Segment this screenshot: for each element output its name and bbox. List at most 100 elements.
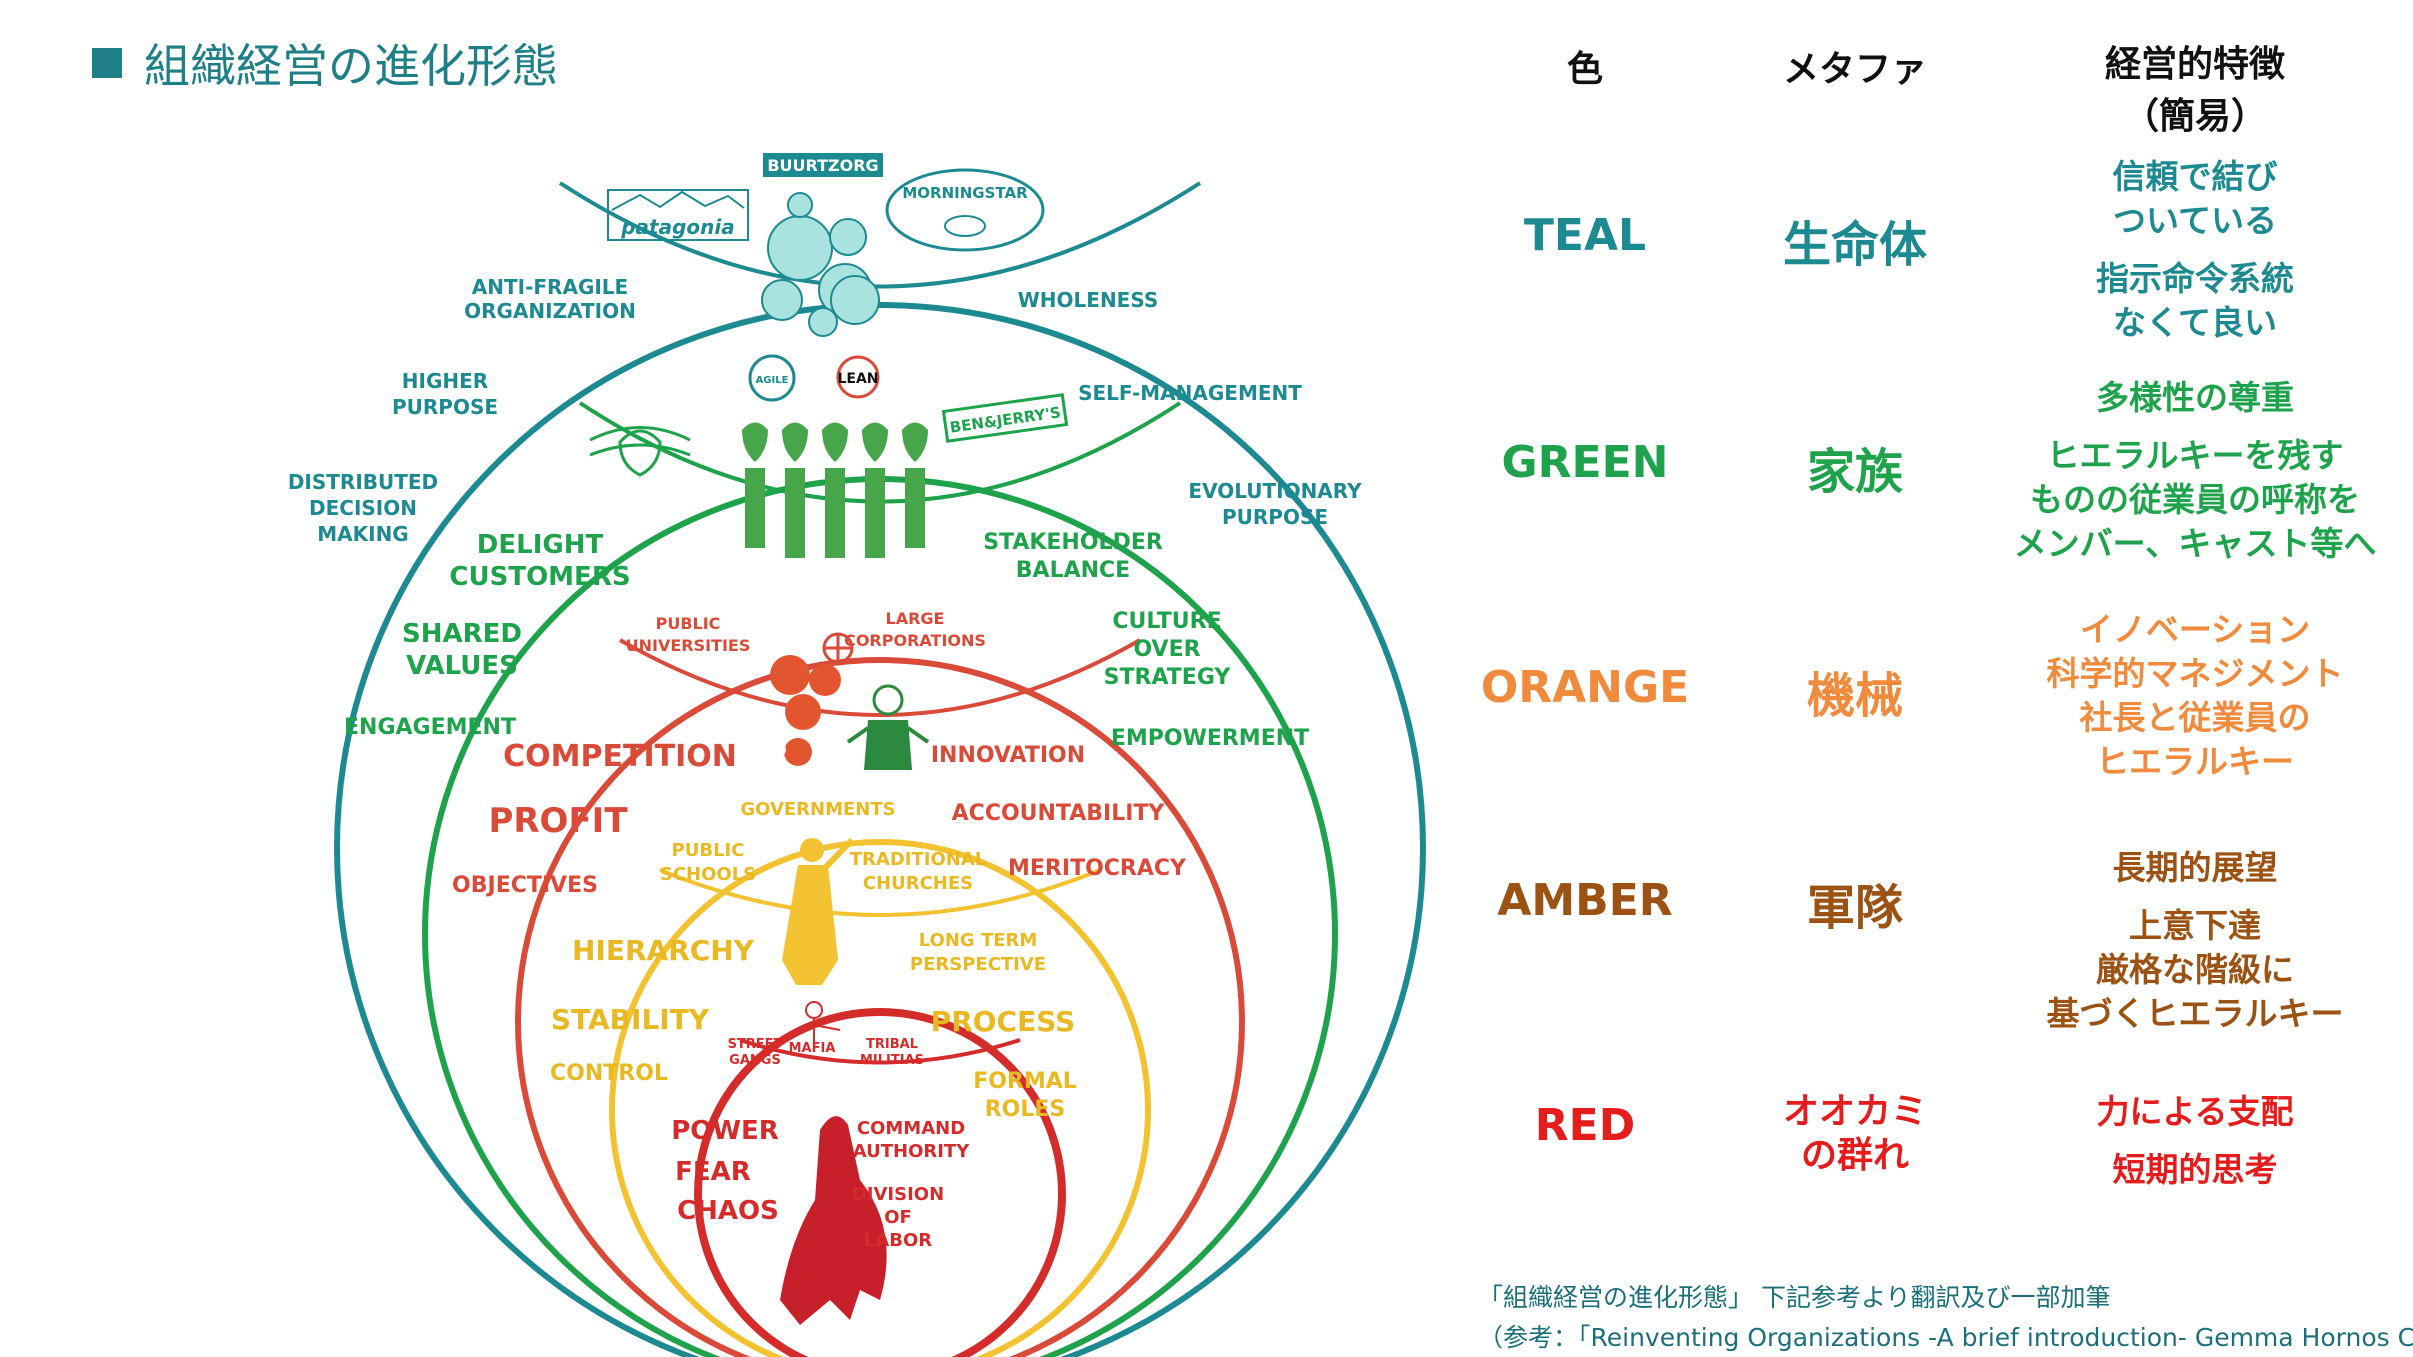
label-formal: FORMAL	[973, 1069, 1077, 1094]
label-strategy: STRATEGY	[1104, 665, 1232, 690]
label-balance: BALANCE	[1016, 558, 1130, 583]
label-empowerment: EMPOWERMENT	[1111, 726, 1309, 751]
wolf-icon	[780, 1116, 887, 1325]
label-perspective: PERSPECTIVE	[910, 954, 1046, 975]
header-color: 色	[1566, 49, 1603, 90]
label-higher-2: PURPOSE	[392, 395, 498, 419]
gears-icon	[770, 655, 841, 766]
header-metaphor: メタファ	[1782, 49, 1927, 90]
label-traditional: TRADITIONAL	[850, 849, 986, 870]
label-self-management: SELF-MANAGEMENT	[1078, 381, 1302, 405]
label-authority: AUTHORITY	[853, 1141, 970, 1162]
heart-wings-logo	[589, 426, 691, 477]
slide-title: 組織経営の進化形態	[92, 30, 558, 96]
label-objectives: OBJECTIVES	[452, 873, 598, 898]
label-distributed: DISTRIBUTED	[288, 470, 438, 494]
label-engagement: ENGAGEMENT	[344, 715, 516, 740]
evolution-diagram: BUURTZORG patagonia MORNINGSTAR ANTI-FRA…	[288, 153, 1426, 1357]
row-orange-name: ORANGE	[1480, 662, 1690, 713]
label-anti-fragile-2: ORGANIZATION	[464, 299, 636, 323]
label-of: OF	[884, 1207, 912, 1228]
label-delight: DELIGHT	[477, 530, 604, 560]
label-over: OVER	[1133, 637, 1200, 662]
label-customers: CUSTOMERS	[449, 562, 630, 592]
label-gangs: GANGS	[729, 1053, 781, 1068]
steering-wheel-icon	[822, 632, 854, 664]
label-chaos: CHAOS	[677, 1196, 779, 1226]
orange-feature-3: 社長と従業員の	[2079, 698, 2311, 737]
row-orange-features: イノベーション 科学的マネジメント 社長と従業員の ヒエラルキー	[2010, 608, 2380, 784]
slide-title-text: 組織経営の進化形態	[144, 39, 558, 93]
row-green-metaphor: 家族	[1806, 444, 1903, 500]
mafia-figure-icon	[805, 1001, 841, 1050]
row-teal-features: 信頼で結び ついている 指示命令系統 なくて良い	[2030, 155, 2360, 345]
buurtzorg-logo	[763, 153, 883, 177]
row-green-name: GREEN	[1501, 437, 1669, 488]
label-decision: DECISION	[309, 496, 417, 520]
label-command: COMMAND	[857, 1118, 965, 1139]
footnote-line1: 「組織経営の進化形態」 下記参考より翻訳及び一部加筆	[1478, 1283, 2111, 1312]
teal-arc	[558, 181, 1202, 289]
red-feature-2: 短期的思考	[2112, 1150, 2278, 1189]
label-universities: UNIVERSITIES	[626, 636, 751, 655]
row-amber-metaphor: 軍隊	[1806, 880, 1903, 936]
label-public-schools: PUBLIC	[672, 840, 745, 861]
label-long-term: LONG TERM	[919, 930, 1038, 951]
label-higher: HIGHER	[402, 369, 488, 393]
header-features-line2: （簡易）	[2122, 96, 2267, 137]
orange-feature-1: イノベーション	[2079, 610, 2311, 649]
label-stability: STABILITY	[551, 1003, 710, 1036]
patagonia-logo: patagonia	[607, 189, 749, 241]
row-red-metaphor: オオカミ の群れ	[1740, 1090, 1970, 1178]
soldier-icon	[782, 837, 855, 985]
amber-feature-1: 長期的展望	[2112, 848, 2278, 887]
label-control: CONTROL	[550, 1061, 668, 1086]
row-red-features: 力による支配 短期的思考	[2030, 1090, 2360, 1192]
label-meritocracy: MERITOCRACY	[1008, 856, 1187, 881]
label-churches: CHURCHES	[863, 873, 973, 894]
label-tribal: TRIBAL	[866, 1037, 918, 1052]
agile-icon: AGILE	[748, 354, 796, 402]
row-red-name: RED	[1534, 1100, 1636, 1151]
label-making: MAKING	[317, 522, 408, 546]
label-shared: SHARED	[402, 619, 522, 649]
label-large: LARGE	[886, 609, 945, 628]
amber-arc	[659, 868, 1101, 917]
label-evolutionary: EVOLUTIONARY	[1188, 479, 1362, 503]
row-green-features: 多様性の尊重 ヒエラルキーを残す ものの従業員の呼称を メンバー、キャスト等へ	[1985, 376, 2405, 566]
teal-feature-1: 信頼で結び	[2112, 157, 2278, 196]
header-features-line1: 経営的特徴	[2104, 44, 2285, 85]
label-anti-fragile: ANTI-FRAGILE	[472, 275, 628, 299]
label-fear: FEAR	[675, 1157, 751, 1187]
svg-text:MORNINGSTAR: MORNINGSTAR	[902, 184, 1028, 202]
label-corporations: CORPORATIONS	[844, 631, 986, 650]
amber-feature-3: 厳格な階級に	[2096, 950, 2294, 989]
label-hierarchy: HIERARCHY	[572, 934, 755, 967]
red-metaphor-2: の群れ	[1800, 1135, 1909, 1176]
green-feature-2: ヒエラルキーを残す	[2046, 436, 2344, 475]
label-innovation: INNOVATION	[931, 743, 1085, 768]
row-amber-name: AMBER	[1497, 875, 1673, 926]
svg-text:LEAN: LEAN	[837, 371, 878, 387]
orange-arc	[619, 638, 1141, 717]
teal-feature-2: ついている	[2112, 201, 2277, 240]
morningstar-logo: MORNINGSTAR	[885, 168, 1045, 252]
label-culture: CULTURE	[1112, 609, 1221, 634]
businessman-icon	[846, 684, 930, 770]
label-division: DIVISION	[852, 1184, 944, 1205]
amber-feature-2: 上意下達	[2129, 906, 2261, 945]
label-process: PROCESS	[931, 1005, 1076, 1038]
label-governments: GOVERNMENTS	[740, 799, 895, 820]
label-evo-purpose: PURPOSE	[1222, 505, 1328, 529]
label-wholeness: WHOLENESS	[1018, 288, 1159, 312]
label-roles: ROLES	[985, 1097, 1066, 1122]
label-militias: MILITIAS	[860, 1053, 924, 1068]
buurtzorg-text: BUURTZORG	[767, 156, 878, 175]
teal-feature-4: なくて良い	[2112, 303, 2277, 342]
red-feature-1: 力による支配	[2096, 1092, 2294, 1131]
red-metaphor-1: オオカミ	[1782, 1091, 1927, 1132]
row-amber-features: 長期的展望 上意下達 厳格な階級に 基づくヒエラルキー	[2010, 846, 2380, 1036]
orange-feature-2: 科学的マネジメント	[2046, 654, 2344, 693]
green-feature-1: 多様性の尊重	[2096, 378, 2294, 417]
label-public-uni: PUBLIC	[656, 614, 721, 633]
